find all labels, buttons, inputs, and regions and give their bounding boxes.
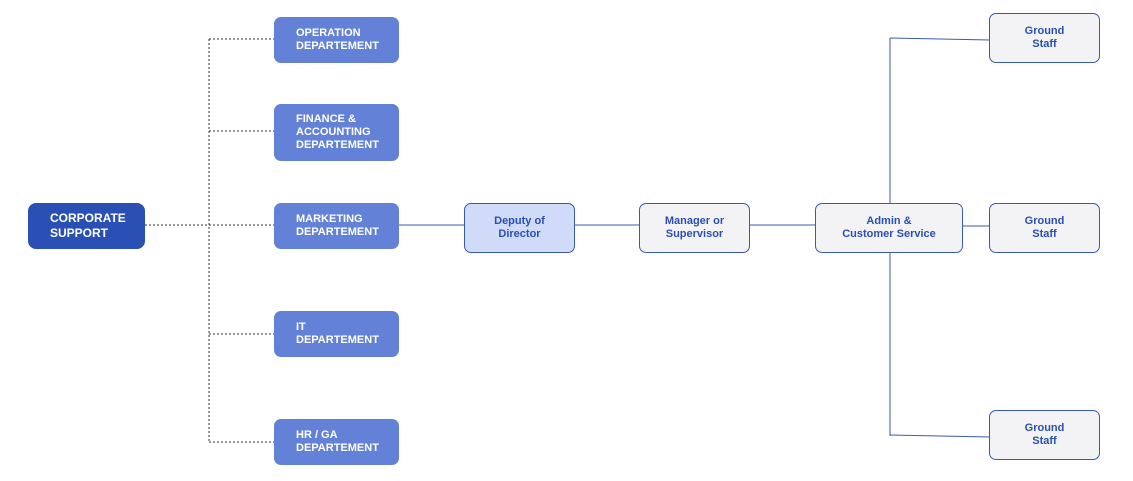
deputy-of-director-label: Deputy of Director — [494, 215, 545, 240]
corporate-support-node[interactable]: CORPORATE SUPPORT — [28, 203, 145, 249]
corporate-support-label: CORPORATE SUPPORT — [50, 211, 126, 240]
hrga-department-node[interactable]: HR / GA DEPARTEMENT — [274, 419, 399, 465]
trunk-to-staff-bottom-line — [889, 434, 991, 438]
marketing-department-label: MARKETING DEPARTEMENT — [296, 213, 379, 238]
solid-chain — [398, 37, 991, 438]
it-department-label: IT DEPARTEMENT — [296, 321, 379, 346]
manager-or-supervisor-label: Manager or Supervisor — [664, 215, 725, 240]
finance-accounting-department-label: FINANCE & ACCOUNTING DEPARTEMENT — [296, 113, 379, 151]
finance-accounting-department-node[interactable]: FINANCE & ACCOUNTING DEPARTEMENT — [274, 104, 399, 161]
admin-customer-service-label: Admin & Customer Service — [842, 215, 936, 240]
ground-staff-node-middle[interactable]: Ground Staff — [989, 203, 1100, 253]
it-department-node[interactable]: IT DEPARTEMENT — [274, 311, 399, 357]
ground-staff-node-bottom[interactable]: Ground Staff — [989, 410, 1100, 460]
marketing-department-node[interactable]: MARKETING DEPARTEMENT — [274, 203, 399, 249]
operation-department-node[interactable]: OPERATION DEPARTEMENT — [274, 17, 399, 63]
hrga-department-label: HR / GA DEPARTEMENT — [296, 429, 379, 454]
deputy-of-director-node[interactable]: Deputy of Director — [464, 203, 575, 253]
ground-staff-label-top: Ground Staff — [1024, 25, 1065, 50]
trunk-to-staff-top-line — [889, 37, 991, 41]
ground-staff-label-middle: Ground Staff — [1024, 215, 1065, 240]
dotted-tree — [145, 38, 275, 443]
ground-staff-label-bottom: Ground Staff — [1024, 422, 1065, 447]
ground-staff-node-top[interactable]: Ground Staff — [989, 13, 1100, 63]
operation-department-label: OPERATION DEPARTEMENT — [296, 27, 379, 52]
admin-customer-service-node[interactable]: Admin & Customer Service — [815, 203, 963, 253]
manager-or-supervisor-node[interactable]: Manager or Supervisor — [639, 203, 750, 253]
